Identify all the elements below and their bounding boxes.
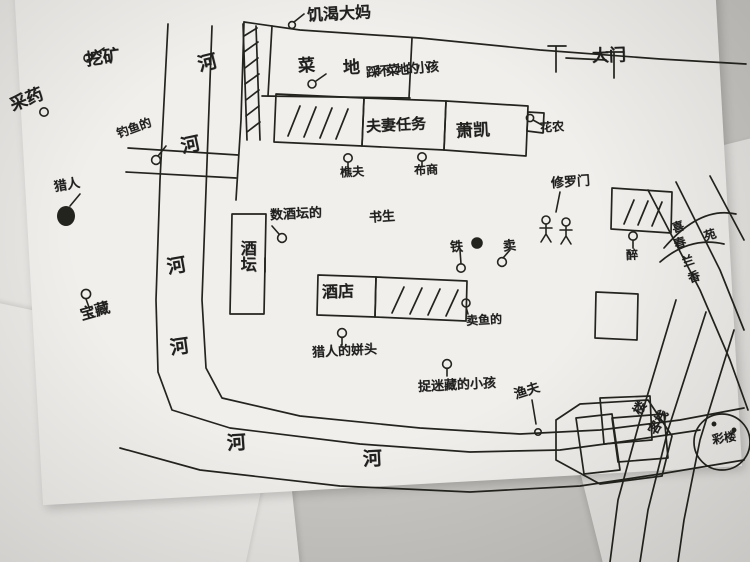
label-inn: 酒店 [321, 281, 355, 302]
label-river-3: 河 [165, 253, 188, 279]
label-river-5: 河 [226, 431, 247, 455]
label-scholar: 书生 [368, 209, 396, 226]
label-hungry-auntie: 饥渴大妈 [306, 2, 372, 25]
label-field-di: 地 [342, 57, 361, 79]
label-hunter-lover: 猎人的姘头 [311, 342, 378, 361]
label-field-cai: 菜 [297, 55, 316, 77]
label-jar-counter: 数酒坛的 [269, 205, 323, 224]
label-flower-farmer: 花农 [539, 119, 565, 135]
label-wine-jar: 酒坛 [237, 240, 257, 272]
label-river-4: 河 [168, 334, 191, 360]
label-mining: 挖矿 [84, 45, 122, 71]
label-hide-seek-child: 捉迷藏的小孩 [417, 375, 497, 396]
label-fish-seller: 卖鱼的 [465, 312, 503, 328]
label-xiaokai: 萧凯 [455, 120, 491, 142]
label-river-2: 河 [178, 132, 202, 158]
label-cloth-merchant: 布商 [413, 162, 439, 178]
label-river-6: 河 [362, 447, 383, 471]
label-sell: 卖 [502, 238, 517, 255]
label-main-gate: 大门 [591, 45, 627, 67]
label-drunk: 醉 [625, 247, 639, 263]
label-couple-task: 夫妻任务 [365, 114, 427, 136]
label-xiuluo-gate: 修罗门 [550, 173, 591, 192]
label-iron: 铁 [449, 239, 464, 256]
label-woodcutter: 樵夫 [339, 164, 365, 180]
